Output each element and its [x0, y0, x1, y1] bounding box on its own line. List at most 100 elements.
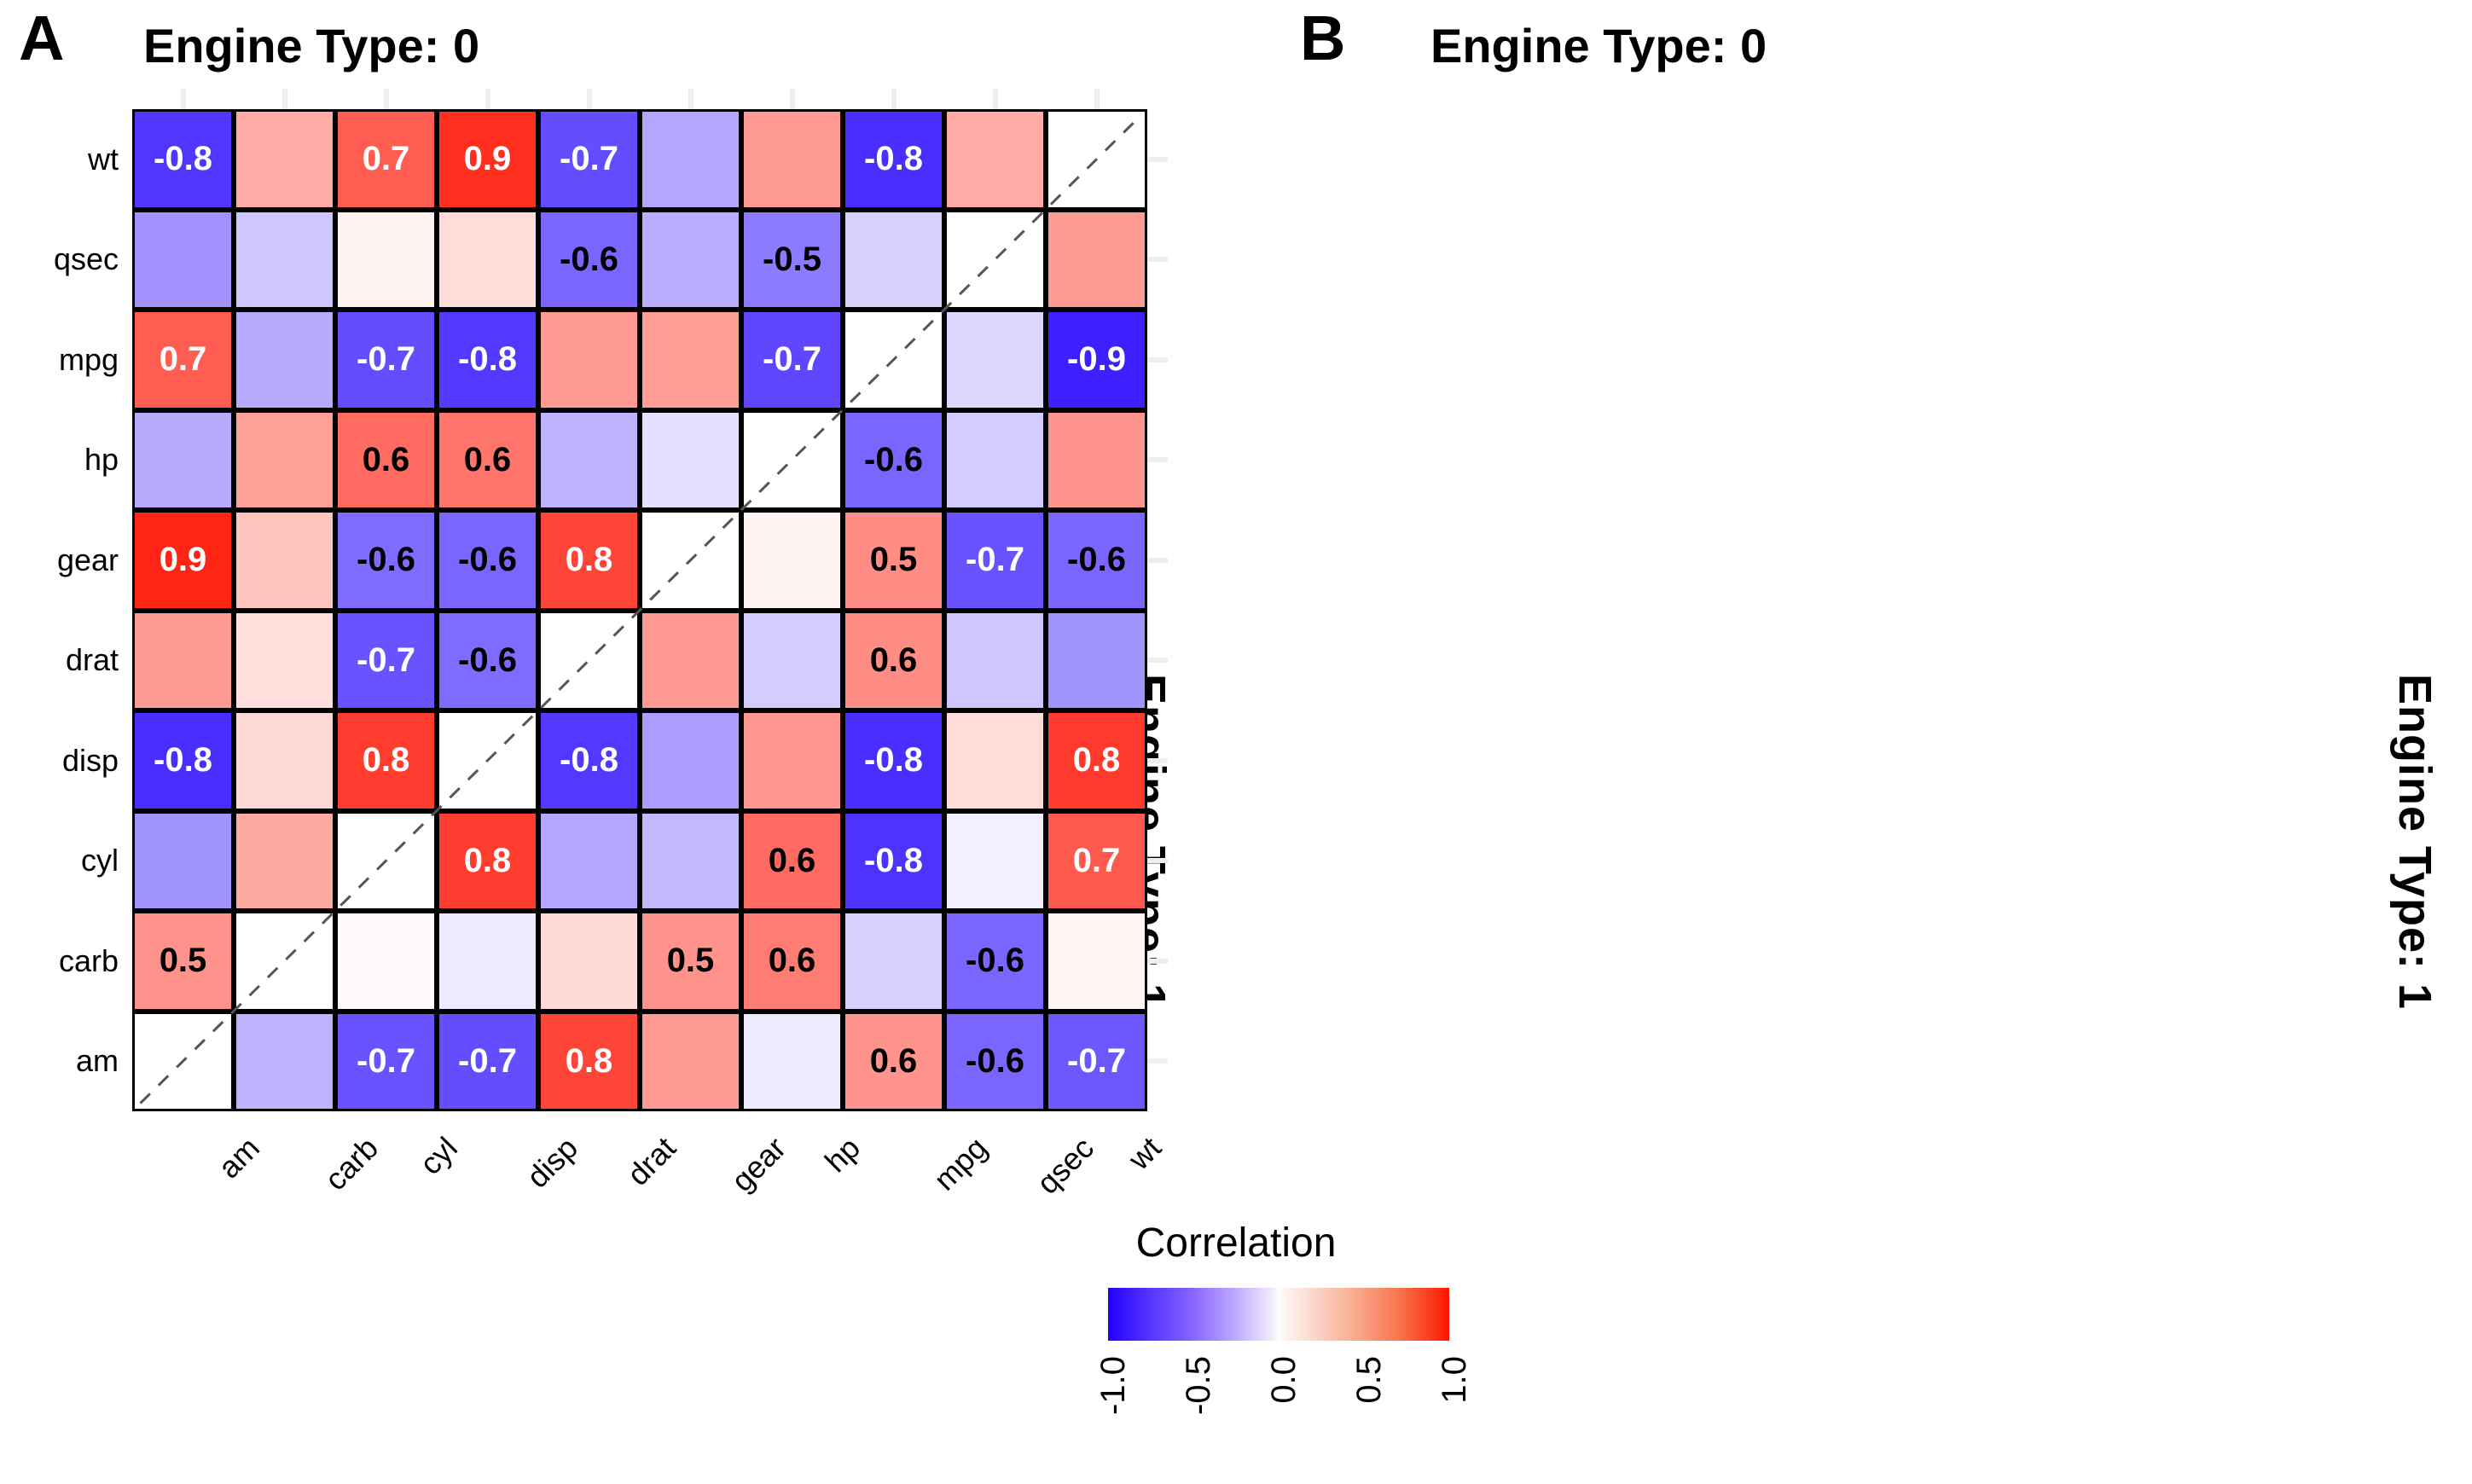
heatmap-cell[interactable]	[132, 209, 234, 310]
heatmap-cell[interactable]: -0.6	[944, 1011, 1046, 1111]
heatmap-cell[interactable]: 0.8	[538, 510, 640, 611]
heatmap-cell[interactable]: -0.5	[741, 209, 843, 310]
heatmap-cell[interactable]	[335, 911, 437, 1012]
heatmap-cell[interactable]	[1046, 409, 1147, 510]
heatmap-cell[interactable]: 0.8	[335, 710, 437, 811]
heatmap-cell[interactable]: -0.9	[1046, 310, 1147, 410]
heatmap-cell[interactable]	[640, 510, 741, 611]
heatmap-cell[interactable]	[944, 610, 1046, 710]
heatmap-cell[interactable]: 0.7	[335, 109, 437, 210]
heatmap-cell[interactable]: 0.7	[1046, 810, 1147, 911]
heatmap-cell[interactable]: -0.6	[335, 510, 437, 611]
heatmap-cell[interactable]: 0.6	[741, 911, 843, 1012]
heatmap-cell[interactable]: -0.6	[538, 209, 640, 310]
heatmap-cell[interactable]	[944, 810, 1046, 911]
heatmap-cell[interactable]	[234, 510, 335, 611]
heatmap-cell[interactable]	[538, 911, 640, 1012]
heatmap-cell[interactable]: -0.7	[335, 310, 437, 410]
heatmap-cell[interactable]: -0.8	[843, 810, 944, 911]
heatmap-cell[interactable]: 0.6	[843, 1011, 944, 1111]
heatmap-cell[interactable]	[640, 1011, 741, 1111]
heatmap-cell[interactable]	[538, 310, 640, 410]
heatmap-cell[interactable]: -0.7	[741, 310, 843, 410]
heatmap-cell[interactable]	[640, 310, 741, 410]
heatmap-cell[interactable]	[234, 109, 335, 210]
heatmap-cell[interactable]: -0.6	[437, 610, 538, 710]
heatmap-cell[interactable]	[944, 209, 1046, 310]
heatmap-cell[interactable]	[437, 209, 538, 310]
heatmap-cell[interactable]: -0.8	[843, 109, 944, 210]
heatmap-cell[interactable]	[944, 409, 1046, 510]
heatmap-cell[interactable]: -0.6	[944, 911, 1046, 1012]
heatmap-cell[interactable]	[944, 710, 1046, 811]
heatmap-cell[interactable]	[843, 209, 944, 310]
heatmap-cell[interactable]: -0.7	[1046, 1011, 1147, 1111]
heatmap-cell[interactable]	[843, 911, 944, 1012]
heatmap-cell[interactable]	[944, 310, 1046, 410]
heatmap-cell[interactable]	[1046, 911, 1147, 1012]
heatmap-cell[interactable]	[843, 310, 944, 410]
heatmap-cell[interactable]	[132, 409, 234, 510]
heatmap-cell[interactable]: -0.7	[335, 1011, 437, 1111]
heatmap-cell[interactable]	[538, 610, 640, 710]
heatmap-cell[interactable]	[640, 409, 741, 510]
heatmap-cell[interactable]	[944, 109, 1046, 210]
heatmap-cell[interactable]	[640, 610, 741, 710]
heatmap-cell[interactable]	[234, 610, 335, 710]
heatmap-cell[interactable]: 0.9	[132, 510, 234, 611]
heatmap-cell[interactable]	[640, 810, 741, 911]
heatmap-cell[interactable]	[1046, 610, 1147, 710]
heatmap-cell[interactable]	[741, 109, 843, 210]
heatmap-cell[interactable]: 0.9	[437, 109, 538, 210]
heatmap-cell[interactable]	[741, 510, 843, 611]
heatmap-cell[interactable]: -0.7	[437, 1011, 538, 1111]
heatmap-cell[interactable]	[640, 209, 741, 310]
heatmap-cell[interactable]	[335, 209, 437, 310]
heatmap-cell[interactable]: 0.5	[640, 911, 741, 1012]
heatmap-cell[interactable]	[1046, 109, 1147, 210]
heatmap-cell[interactable]	[335, 810, 437, 911]
heatmap-cell[interactable]: -0.6	[437, 510, 538, 611]
heatmap-cell[interactable]: -0.8	[843, 710, 944, 811]
heatmap-cell[interactable]: -0.8	[538, 710, 640, 811]
heatmap-cell[interactable]: -0.7	[944, 510, 1046, 611]
heatmap-cell[interactable]	[132, 610, 234, 710]
heatmap-cell[interactable]	[234, 209, 335, 310]
heatmap-cell[interactable]	[741, 1011, 843, 1111]
heatmap-cell[interactable]: 0.8	[1046, 710, 1147, 811]
heatmap-cell[interactable]: -0.8	[132, 710, 234, 811]
heatmap-cell[interactable]: 0.8	[538, 1011, 640, 1111]
heatmap-cell[interactable]	[741, 409, 843, 510]
heatmap-cell[interactable]: -0.6	[1046, 510, 1147, 611]
heatmap-cell[interactable]	[132, 810, 234, 911]
heatmap-cell[interactable]: 0.6	[437, 409, 538, 510]
heatmap-cell[interactable]	[234, 911, 335, 1012]
heatmap-cell[interactable]: 0.6	[843, 610, 944, 710]
heatmap-cell[interactable]: -0.6	[843, 409, 944, 510]
heatmap-cell[interactable]: 0.5	[843, 510, 944, 611]
heatmap-cell[interactable]: -0.8	[437, 310, 538, 410]
heatmap-cell[interactable]: 0.6	[335, 409, 437, 510]
heatmap-cell[interactable]: 0.8	[437, 810, 538, 911]
heatmap-cell[interactable]	[234, 1011, 335, 1111]
heatmap-cell[interactable]	[1046, 209, 1147, 310]
heatmap-cell[interactable]	[234, 810, 335, 911]
heatmap-cell[interactable]: 0.5	[132, 911, 234, 1012]
heatmap-cell[interactable]	[132, 1011, 234, 1111]
heatmap-cell[interactable]	[437, 710, 538, 811]
heatmap-cell[interactable]	[538, 810, 640, 911]
heatmap-cell[interactable]: 0.6	[741, 810, 843, 911]
heatmap-cell[interactable]: 0.7	[132, 310, 234, 410]
heatmap-cell[interactable]: -0.7	[538, 109, 640, 210]
heatmap-cell[interactable]: -0.7	[335, 610, 437, 710]
heatmap-cell[interactable]	[437, 911, 538, 1012]
heatmap-cell[interactable]: -0.8	[132, 109, 234, 210]
heatmap-cell[interactable]	[640, 109, 741, 210]
heatmap-cell[interactable]	[741, 710, 843, 811]
heatmap-cell[interactable]	[741, 610, 843, 710]
heatmap-cell[interactable]	[234, 710, 335, 811]
heatmap-cell[interactable]	[234, 310, 335, 410]
heatmap-cell[interactable]	[234, 409, 335, 510]
heatmap-cell[interactable]	[640, 710, 741, 811]
heatmap-cell[interactable]	[538, 409, 640, 510]
